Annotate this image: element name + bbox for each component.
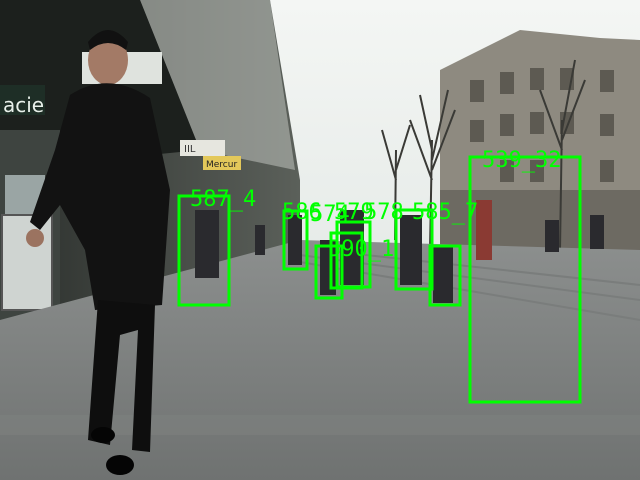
detection-box bbox=[394, 208, 434, 291]
detection-box bbox=[314, 244, 344, 300]
detection-label: 586 bbox=[282, 200, 322, 225]
detection-label: 590_1 bbox=[328, 237, 394, 262]
detection-label: 587_4 bbox=[190, 187, 256, 212]
shop-sign-left: acie bbox=[3, 93, 44, 117]
detection-box bbox=[177, 194, 231, 307]
detection-label: 585_7 bbox=[412, 200, 478, 225]
main-pedestrian bbox=[26, 30, 170, 475]
store-sign-1: Mercur bbox=[206, 160, 237, 170]
detection-label: 578 bbox=[364, 200, 404, 225]
detection-box bbox=[468, 155, 582, 404]
detection-box bbox=[282, 209, 309, 271]
detection-label: 579 bbox=[334, 200, 374, 225]
detection-box bbox=[428, 244, 462, 307]
store-sign-2: IIL bbox=[184, 144, 196, 155]
detection-label: 539_32 bbox=[482, 148, 561, 173]
detection-box bbox=[329, 231, 364, 290]
